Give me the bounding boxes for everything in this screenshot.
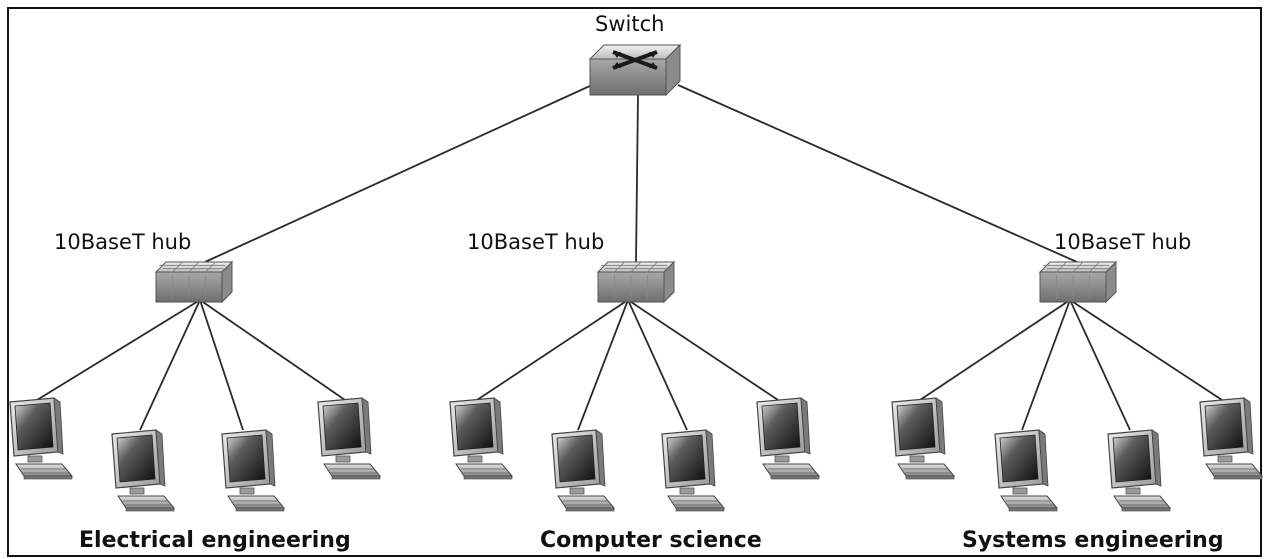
computer-icon	[661, 429, 726, 512]
department-label-systems-engineering: Systems engineering	[962, 528, 1224, 553]
computer-icon	[551, 429, 616, 512]
link-hub-1-computer-1	[36, 299, 201, 401]
hub-label-electrical: 10BaseT hub	[54, 230, 192, 254]
link-hub-2-computer-4	[627, 299, 779, 401]
hub-label-computer-science: 10BaseT hub	[467, 230, 605, 254]
hub-label-systems: 10BaseT hub	[1054, 230, 1192, 254]
link-hub-1-computer-2	[139, 299, 201, 431]
link-hub-2-computer-3	[627, 299, 688, 431]
link-hub-3-computer-2	[1021, 299, 1071, 431]
computer-icon	[317, 397, 382, 480]
computer-icon	[221, 429, 286, 512]
network-nodes	[9, 43, 1264, 512]
hub-icon	[596, 260, 676, 304]
switch-icon	[588, 43, 682, 97]
computer-icon	[756, 397, 821, 480]
computer-icon	[1107, 429, 1172, 512]
link-hub-3-computer-4	[1069, 299, 1223, 401]
link-hub-3-computer-1	[919, 299, 1071, 401]
link-hub-1-computer-4	[199, 299, 346, 401]
computer-icon	[994, 429, 1059, 512]
link-switch-hub-2	[635, 94, 639, 263]
department-label-electrical-engineering: Electrical engineering	[79, 528, 351, 553]
switch-label: Switch	[595, 12, 665, 36]
hub-icon	[1038, 260, 1118, 304]
link-switch-hub-3	[677, 84, 1078, 263]
link-hub-1-computer-3	[199, 299, 244, 431]
link-switch-hub-1	[204, 84, 593, 263]
link-hub-2-computer-2	[577, 299, 629, 431]
network-links	[36, 84, 1223, 431]
link-hub-3-computer-3	[1069, 299, 1131, 431]
hub-icon	[154, 260, 234, 304]
link-hub-2-computer-1	[476, 299, 629, 401]
computer-icon	[9, 397, 74, 480]
computer-icon	[1199, 397, 1264, 480]
computer-icon	[449, 397, 514, 480]
computer-icon	[111, 429, 176, 512]
computer-icon	[891, 397, 956, 480]
department-label-computer-science: Computer science	[540, 528, 762, 553]
